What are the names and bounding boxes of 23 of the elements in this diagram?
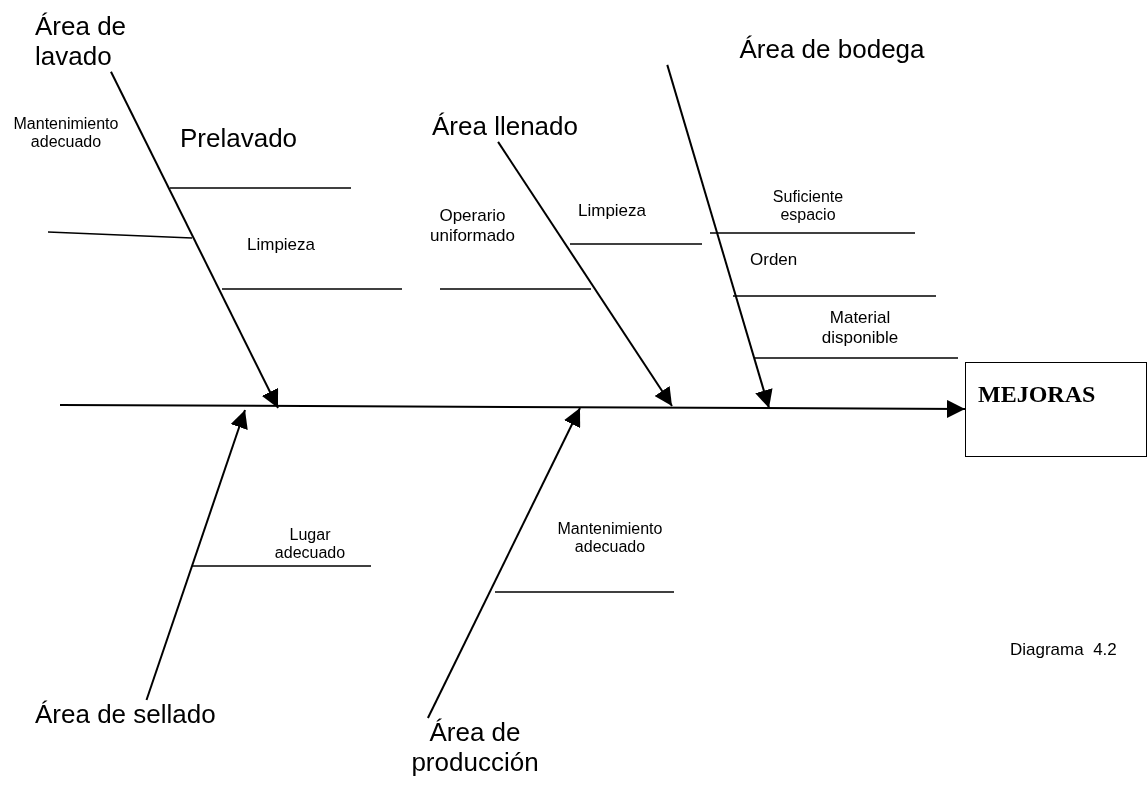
cause-label: Material disponible (820, 308, 900, 348)
bone-arrow (110, 70, 279, 409)
bone-arrow (145, 409, 248, 701)
bone-arrow (497, 140, 673, 407)
cause-label: Suficiente espacio (771, 188, 845, 225)
category-label: Área de bodega (650, 35, 1014, 65)
cause-label: Orden (750, 250, 799, 270)
cause-label: Prelavado (180, 124, 299, 154)
cause-label: Operario uniformado (428, 206, 517, 246)
cause-label: Limpieza (578, 201, 648, 221)
spine-arrow (59, 399, 966, 418)
category-label: Área de lavado (35, 12, 175, 72)
cause-label: Mantenimiento adecuado (556, 520, 664, 557)
category-label: Área llenado (432, 112, 612, 142)
bone-arrow (666, 63, 773, 409)
cause-label: Lugar adecuado (273, 526, 347, 563)
bone-arrow (426, 407, 581, 719)
category-label: Área de sellado (35, 700, 255, 730)
cause-label: Limpieza (247, 235, 317, 255)
cause-label: Mantenimiento adecuado (12, 115, 120, 152)
category-label: Área de producción (395, 718, 555, 778)
figure-caption: Diagrama 4.2 (1010, 640, 1118, 660)
effect-box: MEJORAS (965, 362, 1147, 457)
